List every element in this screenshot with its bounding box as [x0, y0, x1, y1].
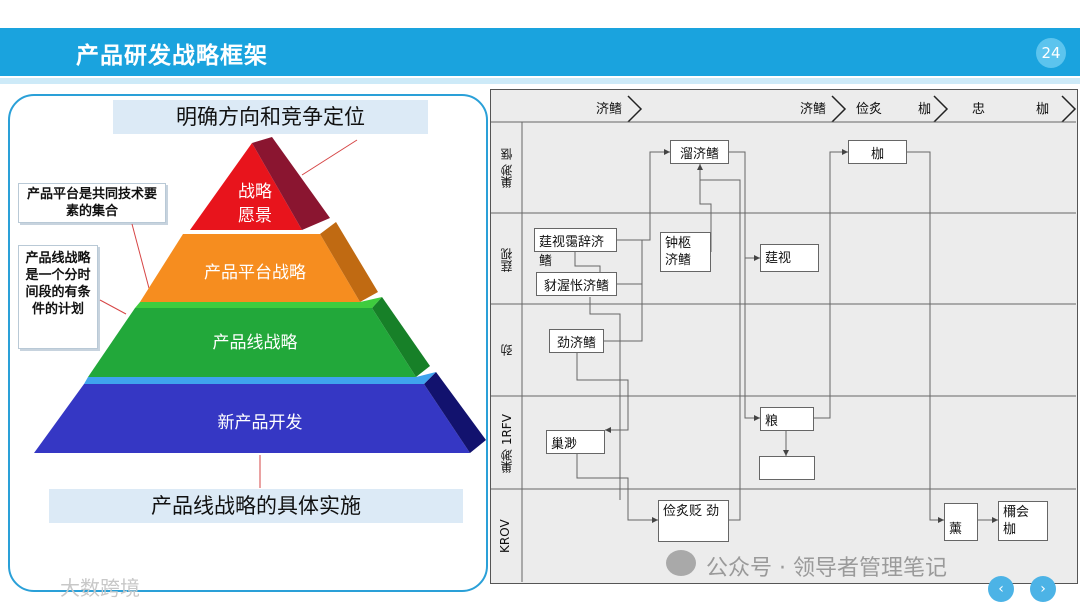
pyramid-level-4-top — [84, 372, 436, 384]
lane-label: 莛视 — [500, 248, 514, 272]
process-box: 枷 — [848, 140, 907, 164]
pyramid-level-2-side — [320, 222, 378, 302]
pyramid-level-3-top — [135, 297, 382, 308]
watermark-right: 公众号 · 领导者管理笔记 — [706, 556, 947, 581]
title-bar: 产品研发战略框架 24 — [0, 28, 1080, 76]
phase-label: 忠 — [972, 102, 986, 117]
pyramid-level-3-side — [372, 297, 430, 377]
process-box: 薰 — [944, 503, 978, 541]
phase-label: 济鳍 — [596, 102, 623, 117]
pyramid-level-1-front — [190, 143, 302, 230]
phase-label: 枷 — [918, 102, 932, 117]
pyramid-level-3-label: 产品线战略 — [212, 333, 298, 353]
process-box: 粮 — [760, 407, 814, 431]
callout-line — [99, 299, 127, 315]
pyramid-level-3-front — [88, 308, 416, 377]
process-box: 檷会 枷 — [998, 501, 1048, 541]
prev-slide-button[interactable]: ‹ — [988, 576, 1014, 602]
process-box: 豺渥怅济鳍 — [536, 272, 617, 296]
callout-line — [131, 223, 151, 293]
pyramid-level-4-label: 新产品开发 — [217, 413, 303, 433]
pyramid-level-2-front — [140, 234, 360, 302]
phase-label: 俭炙 — [856, 102, 883, 117]
pyramid-level-2-label: 产品平台战略 — [204, 263, 306, 283]
wechat-icon — [666, 550, 696, 576]
side-note-platform: 产品平台是共同技术要素的集合 — [18, 183, 166, 223]
pyramid-level-1-side — [252, 137, 330, 230]
lane-label: KROV — [498, 519, 512, 553]
pyramid-top-label: 明确方向和竞争定位 — [113, 100, 428, 134]
page-number-badge: 24 — [1036, 38, 1066, 68]
pyramid-level-4-side — [424, 372, 486, 453]
next-slide-button[interactable]: › — [1030, 576, 1056, 602]
process-box: 莛视 — [760, 244, 819, 272]
pyramid-level-4-front — [34, 384, 470, 453]
lane-label: 巢渺 惬 — [500, 148, 514, 188]
phase-label: 济鳍 — [800, 102, 827, 117]
watermark-left: 大数跨境 — [60, 576, 140, 600]
lane-label: 巢渺 1RFV — [500, 414, 514, 474]
side-note-productline: 产品线战略是一个分时间段的有条件的计划 — [18, 245, 98, 349]
pyramid-level-1-label: 战略愿景 — [238, 182, 272, 226]
process-box: 巢渺 — [546, 430, 605, 454]
pyramid-bottom-label: 产品线战略的具体实施 — [49, 489, 463, 523]
process-box: 莛视霭辞济鳍 — [534, 228, 617, 269]
lane-label: 劲 — [500, 344, 514, 356]
header-stripe — [0, 78, 1080, 84]
process-box: 钟柩 济鳍 — [660, 232, 711, 272]
process-box: 俭炙贬 劲 — [658, 500, 729, 542]
callout-line — [301, 139, 358, 176]
page-title: 产品研发战略框架 — [76, 43, 268, 69]
process-box: 溜济鳍 — [670, 140, 729, 164]
process-box: 劲济鳍 — [549, 329, 604, 353]
process-box-empty — [759, 456, 815, 480]
phase-label: 枷 — [1036, 102, 1050, 117]
